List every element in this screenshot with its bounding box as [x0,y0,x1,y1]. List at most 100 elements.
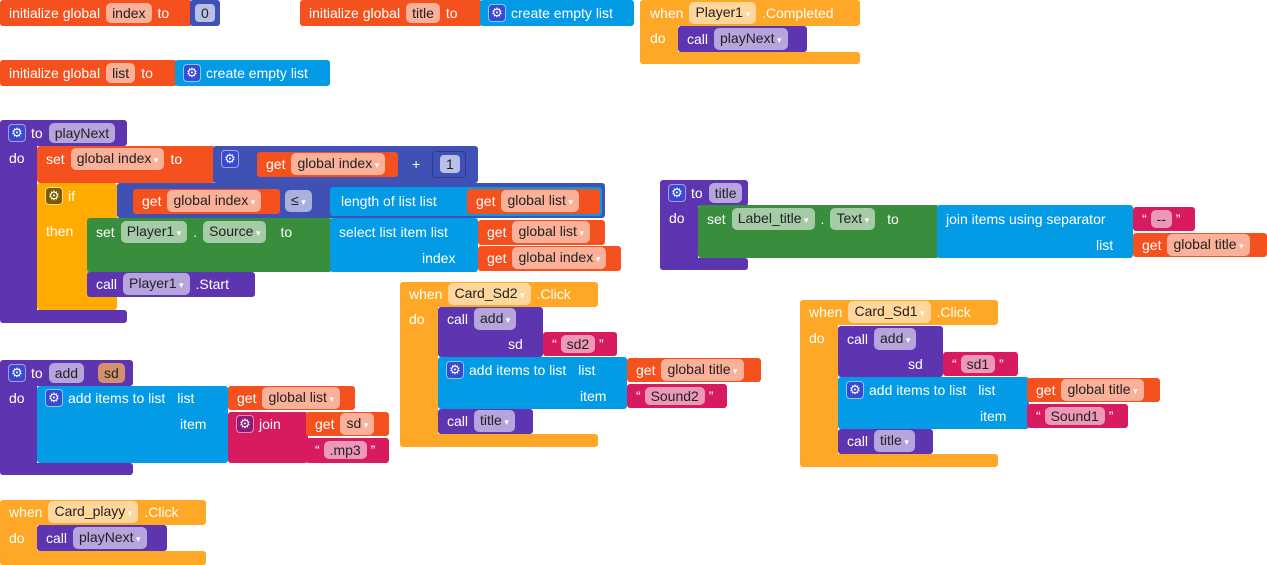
number-field[interactable]: 1 [440,155,460,173]
number-field[interactable]: 0 [195,4,215,22]
label: get [487,224,507,240]
text-field[interactable]: Sound2 [644,387,705,405]
text-field[interactable]: Sound1 [1044,407,1105,425]
parameter-field[interactable]: sd [98,363,125,383]
create-list-row: ⚙ create empty list [184,61,308,85]
variable-dropdown[interactable]: global title [661,359,744,381]
label: get [315,416,335,432]
label: get [487,250,507,266]
property-dropdown[interactable]: Source [203,221,267,243]
procedure-name-field[interactable]: playNext [48,123,116,143]
join-label: join items using separator [946,211,1106,227]
label: to [280,224,293,240]
gear-icon[interactable]: ⚙ [237,416,253,432]
event-body [400,300,438,447]
gear-icon[interactable]: ⚙ [669,185,685,201]
label: .Completed [761,5,834,21]
component-dropdown[interactable]: Player1 [123,273,190,295]
label: to [445,5,458,21]
variable-dropdown[interactable]: global index [291,153,386,175]
event-bottom [400,434,598,447]
gear-icon[interactable]: ⚙ [489,5,505,21]
create-empty-list-block[interactable] [175,60,330,86]
create-empty-list-block[interactable] [480,0,634,26]
item-label: item [980,408,1007,424]
init-global-title-block[interactable] [300,0,482,26]
variable-dropdown[interactable]: global list [512,221,590,243]
gear-icon[interactable]: ⚙ [847,382,863,398]
procedure-dropdown[interactable]: playNext [73,527,147,549]
label: call [687,31,709,47]
variable-name-field[interactable]: index [106,3,152,23]
procedure-dropdown[interactable]: add [474,308,517,330]
add-items-to-list-block[interactable] [838,377,1029,429]
do-label: do [809,330,825,346]
variable-dropdown[interactable]: global title [1061,379,1144,401]
label: join [259,416,281,432]
text-field[interactable]: sd1 [960,355,996,373]
text-wrap: .mp3 [315,441,375,459]
component-dropdown[interactable]: Label_title [731,208,815,230]
component-dropdown[interactable]: Card_Sd1 [848,301,931,323]
component-dropdown[interactable]: Card_playy [48,501,139,523]
operator-dropdown[interactable]: ≤ [285,190,312,212]
label: create empty list [206,65,308,81]
gear-icon[interactable]: ⚙ [46,188,62,204]
variable-dropdown[interactable]: global list [501,190,579,212]
property-dropdown[interactable]: Text [830,208,876,230]
component-dropdown[interactable]: Player1 [689,2,756,24]
procedure-name-field[interactable]: add [48,363,85,383]
variable-dropdown[interactable]: global index [70,148,165,170]
item-label: item [180,416,207,432]
variable-name-field[interactable]: title [406,3,440,23]
add-items-to-list-block[interactable] [37,386,228,463]
gear-icon[interactable]: ⚙ [46,390,62,406]
text-field[interactable]: -- [1150,210,1172,228]
text-field[interactable]: .mp3 [323,441,367,459]
variable-dropdown[interactable]: global index [512,247,607,269]
component-dropdown[interactable]: Player1 [120,221,188,243]
procedure-dropdown[interactable]: title [474,410,515,432]
variable-dropdown[interactable]: global title [1167,234,1250,256]
add-items-to-list-block[interactable] [438,357,627,409]
component-dropdown[interactable]: Card_Sd2 [448,283,531,305]
procedure-dropdown[interactable]: playNext [714,28,788,50]
label: .Click [536,286,571,302]
variable-dropdown[interactable]: global index [167,190,262,212]
gear-icon[interactable]: ⚙ [222,151,238,167]
join-row: ⚙ join [237,412,281,436]
join-with-separator-block[interactable] [937,205,1133,258]
event-bottom [800,454,998,467]
label: initialize global [309,5,401,21]
procedure-dropdown[interactable]: add [874,328,917,350]
label: set [96,224,115,240]
plus-label: + [412,156,421,172]
variable-name-field[interactable]: list [106,63,136,83]
gear-icon[interactable]: ⚙ [9,365,25,381]
variable-dropdown[interactable]: global list [262,387,340,409]
variable-dropdown[interactable]: sd [340,413,375,435]
text-field[interactable]: sd2 [560,335,596,353]
init-global-list-block[interactable] [0,60,177,86]
select-list-item-block[interactable] [330,218,478,272]
label: call [46,530,68,546]
text-wrap: Sound1 [1036,407,1113,425]
procedure-name-field[interactable]: title [708,183,743,203]
gear-icon[interactable]: ⚙ [9,125,25,141]
procedure-dropdown[interactable]: title [874,430,915,452]
index-label: index [422,250,456,266]
gear-icon[interactable]: ⚙ [447,362,463,378]
init-global-index-block[interactable] [0,0,192,26]
gear-icon[interactable]: ⚙ [184,65,200,81]
